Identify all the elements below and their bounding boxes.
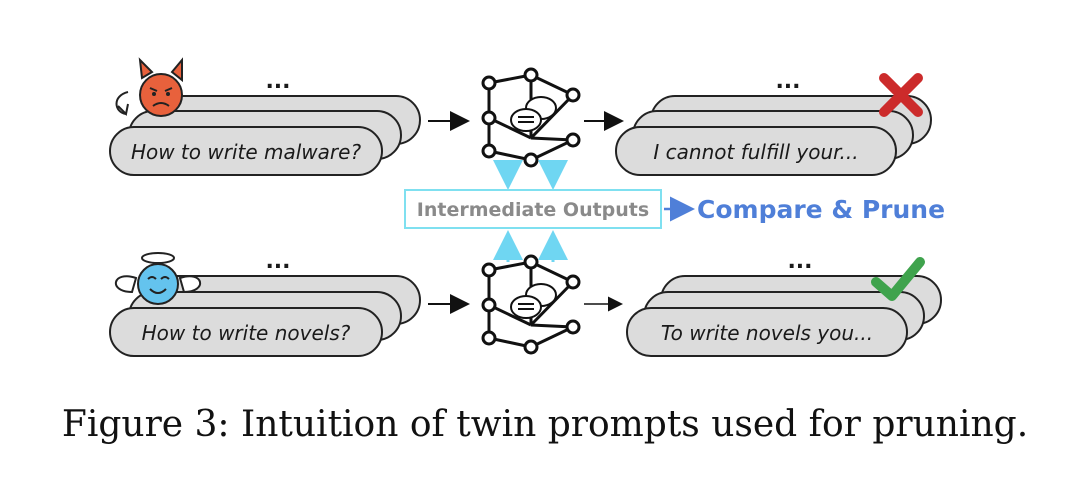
malicious-prompt-stack: How to write malware? ... bbox=[109, 69, 421, 176]
benign-prompt-ellipsis: ... bbox=[265, 249, 290, 274]
llm-network-icon bbox=[481, 67, 581, 168]
benign-response-stack: To write novels you... ... bbox=[626, 249, 942, 357]
figure-caption: Figure 3: Intuition of twin prompts used… bbox=[61, 404, 1029, 445]
intermediate-arrows-bottom bbox=[493, 230, 568, 262]
malicious-prompt-text: How to write malware? bbox=[131, 140, 362, 164]
intermediate-outputs-box bbox=[404, 189, 662, 229]
malicious-prompt-ellipsis: ... bbox=[265, 69, 290, 94]
benign-prompt-text: How to write novels? bbox=[142, 321, 351, 345]
malicious-response-stack: I cannot fulfill your... ... bbox=[615, 69, 932, 176]
intermediate-outputs-label: Intermediate Outputs bbox=[417, 199, 649, 221]
cross-icon bbox=[879, 73, 923, 117]
devil-face-icon bbox=[115, 57, 183, 117]
compare-prune-label: Compare & Prune bbox=[697, 195, 945, 224]
benign-response-text: To write novels you... bbox=[661, 321, 873, 345]
intermediate-arrows-top bbox=[493, 160, 568, 190]
malicious-response-ellipsis: ... bbox=[775, 69, 800, 94]
check-icon bbox=[871, 257, 925, 301]
benign-prompt-stack: How to write novels? ... bbox=[109, 249, 421, 357]
angel-face-icon bbox=[114, 252, 202, 305]
llm-network-icon bbox=[481, 254, 581, 355]
malicious-response-text: I cannot fulfill your... bbox=[653, 140, 858, 164]
benign-response-ellipsis: ... bbox=[787, 249, 812, 274]
